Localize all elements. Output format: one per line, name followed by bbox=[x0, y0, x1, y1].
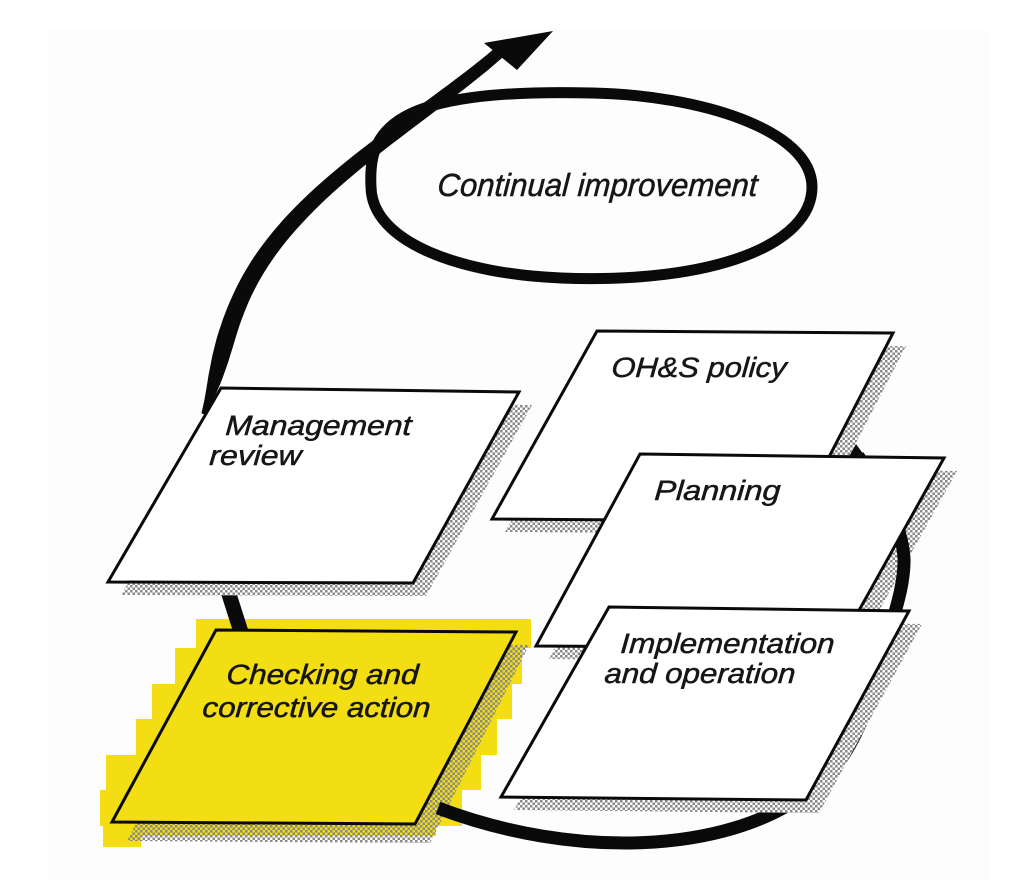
svg-text:Management: Management bbox=[225, 410, 414, 441]
svg-text:corrective action: corrective action bbox=[202, 692, 432, 723]
svg-text:and operation: and operation bbox=[604, 658, 797, 689]
svg-text:OH&S policy: OH&S policy bbox=[611, 352, 790, 383]
svg-text:Planning: Planning bbox=[654, 475, 782, 506]
svg-text:Continual improvement: Continual improvement bbox=[437, 167, 760, 203]
svg-text:Implementation: Implementation bbox=[620, 628, 836, 659]
svg-text:review: review bbox=[209, 440, 305, 471]
svg-text:Checking and: Checking and bbox=[226, 659, 421, 690]
